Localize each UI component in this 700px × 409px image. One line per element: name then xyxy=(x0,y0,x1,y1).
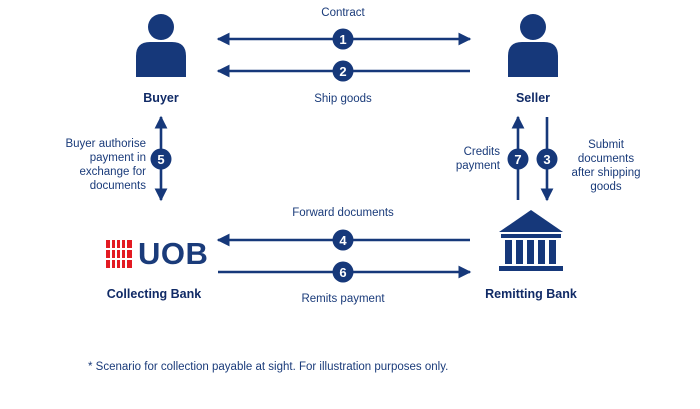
remitting-bank-label: Remitting Bank xyxy=(485,287,577,301)
step-1-number: 1 xyxy=(339,32,346,47)
step-5-badge xyxy=(150,148,172,170)
buyer-label: Buyer xyxy=(143,91,179,105)
step-2-badge xyxy=(332,60,354,82)
step-5-label: Buyer authorise payment in exchange for … xyxy=(65,138,146,192)
step-7-label: Credits payment xyxy=(455,146,500,172)
step-4-number: 4 xyxy=(339,233,347,248)
uob-logo-text: UOB xyxy=(138,236,209,271)
step-4-badge xyxy=(332,229,354,251)
seller-label: Seller xyxy=(515,91,551,105)
uob-logo: UOB xyxy=(106,238,208,270)
step-4-label: Forward documents xyxy=(292,207,394,219)
step-3-badge xyxy=(536,148,558,170)
step-1-label: Contract xyxy=(321,7,365,19)
step-2-number: 2 xyxy=(339,64,346,79)
buyer-person-icon xyxy=(136,14,186,77)
step-6-badge xyxy=(332,261,354,283)
step-2-label: Ship goods xyxy=(314,93,372,105)
uob-logo-mark xyxy=(106,240,132,268)
step-3-label: Submit documents after shipping goods xyxy=(571,139,641,193)
step-3-number: 3 xyxy=(543,152,550,167)
collecting-bank-label: Collecting Bank xyxy=(106,287,202,301)
step-6-label: Remits payment xyxy=(301,293,385,305)
bank-building-icon xyxy=(499,210,563,271)
step-7-badge xyxy=(507,148,529,170)
step-1-badge xyxy=(332,28,354,50)
step-7-number: 7 xyxy=(514,152,521,167)
seller-person-icon xyxy=(508,14,558,77)
footnote: * Scenario for collection payable at sig… xyxy=(88,361,449,373)
step-6-number: 6 xyxy=(339,265,346,280)
step-5-number: 5 xyxy=(157,152,164,167)
